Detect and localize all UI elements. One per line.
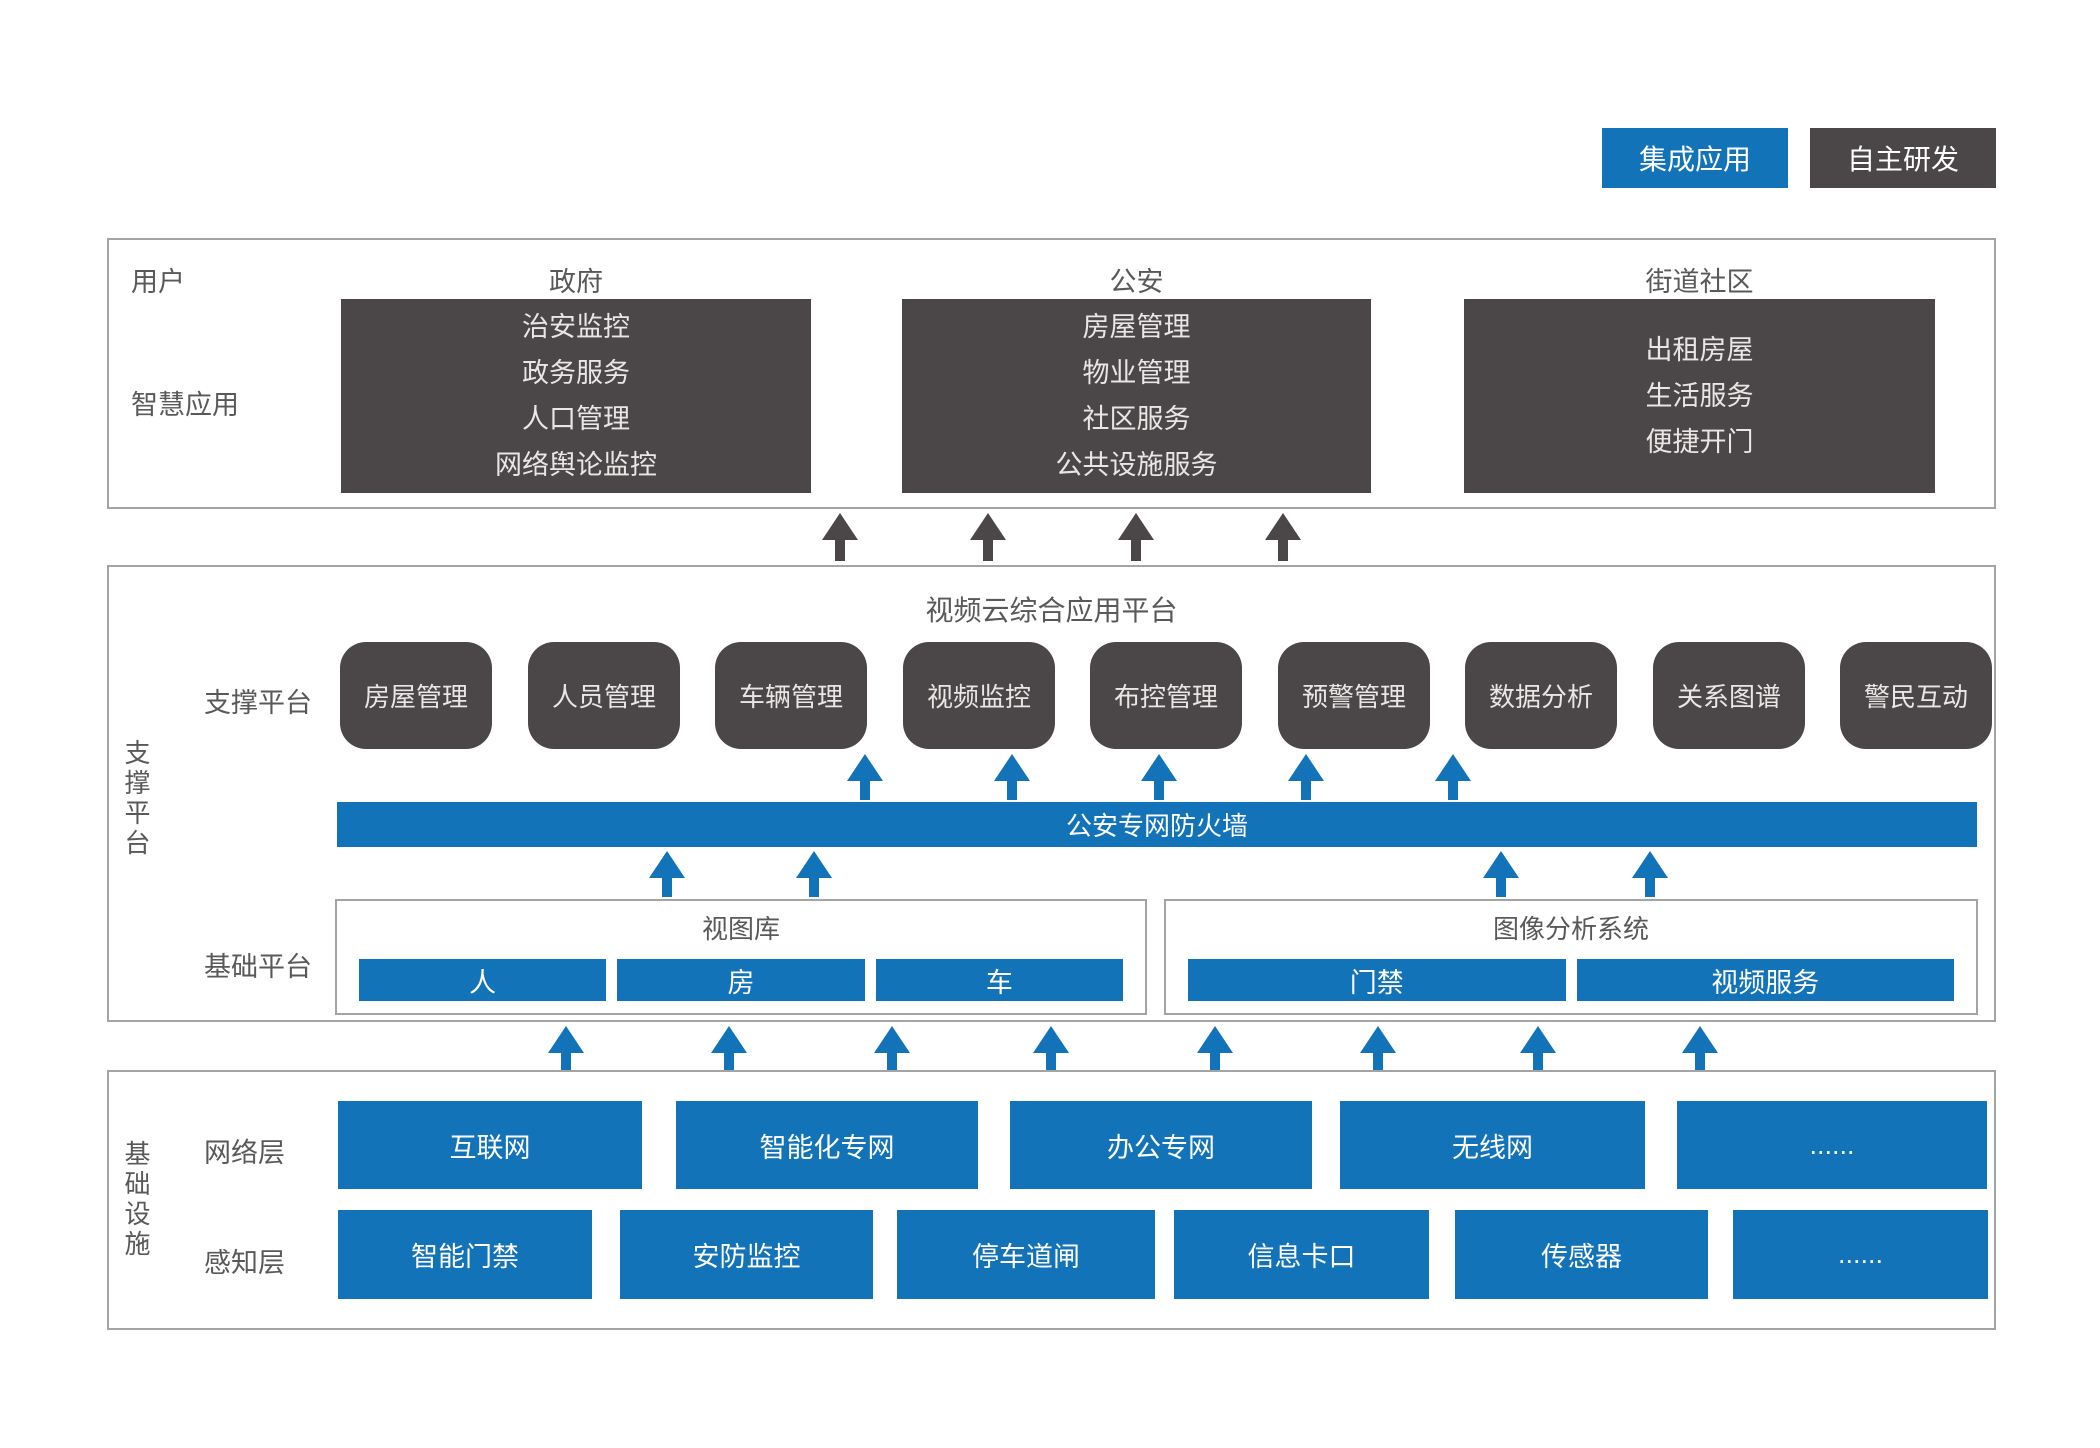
app-item: 政务服务 [522, 358, 630, 388]
government-app-box: 治安监控 政务服务 人口管理 网络舆论监控 [341, 299, 811, 493]
user-application-section: 用户 智慧应用 政府 公安 街道社区 治安监控 政务服务 人口管理 网络舆论监控… [107, 238, 1996, 509]
sense-sensor: 传感器 [1455, 1210, 1708, 1299]
support-platform-side-label: 支撑平台 [121, 739, 151, 859]
module-control-mgmt: 布控管理 [1090, 642, 1242, 749]
view-library-box: 视图库 人 房 车 [335, 899, 1147, 1015]
module-data-analysis: 数据分析 [1465, 642, 1617, 749]
module-warning-mgmt: 预警管理 [1278, 642, 1430, 749]
sense-parking-gate: 停车道闸 [897, 1210, 1155, 1299]
arrow-up-icon [1632, 851, 1668, 897]
arrow-up-icon [1360, 1026, 1396, 1072]
app-item: 生活服务 [1645, 381, 1754, 411]
arrow-up-icon [1141, 754, 1177, 800]
sense-layer-label: 感知层 [204, 1248, 285, 1278]
legend-integrated-label: 集成应用 [1638, 144, 1751, 175]
app-item: 房屋管理 [1082, 312, 1191, 342]
sense-more: ...... [1733, 1210, 1988, 1299]
arrow-up-icon [1682, 1026, 1718, 1072]
arrow-up-icon [711, 1026, 747, 1072]
app-item: 网络舆论监控 [495, 450, 657, 480]
support-platform-section: 支撑平台 视频云综合应用平台 支撑平台 房屋管理 人员管理 车辆管理 视频监控 … [107, 565, 1996, 1022]
app-item: 治安监控 [522, 312, 630, 342]
module-personnel-mgmt: 人员管理 [528, 642, 680, 749]
arrow-up-icon [1265, 513, 1301, 561]
app-item: 社区服务 [1082, 404, 1191, 434]
column-header-police: 公安 [1109, 267, 1164, 297]
view-library-person: 人 [359, 959, 607, 1001]
module-video-surveillance: 视频监控 [903, 642, 1055, 749]
network-layer-label: 网络层 [204, 1138, 285, 1168]
platform-title: 视频云综合应用平台 [925, 595, 1178, 626]
app-item: 物业管理 [1082, 358, 1191, 388]
arrow-up-icon [1288, 754, 1324, 800]
image-analysis-video: 视频服务 [1576, 959, 1954, 1001]
arrow-up-icon [796, 851, 832, 897]
network-office: 办公专网 [1010, 1101, 1312, 1189]
app-item: 出租房屋 [1645, 335, 1754, 365]
base-row-label: 基础平台 [204, 952, 312, 982]
sense-info-checkpoint: 信息卡口 [1174, 1210, 1429, 1299]
firewall-label: 公安专网防火墙 [1065, 811, 1248, 841]
view-library-house: 房 [617, 959, 865, 1001]
image-analysis-access: 门禁 [1188, 959, 1566, 1001]
app-item: 人口管理 [522, 404, 630, 434]
community-app-box: 出租房屋 生活服务 便捷开门 [1464, 299, 1935, 493]
image-analysis-box: 图像分析系统 门禁 视频服务 [1164, 899, 1978, 1015]
arrow-up-icon [548, 1026, 584, 1072]
sense-security-monitor: 安防监控 [620, 1210, 873, 1299]
app-item: 便捷开门 [1645, 427, 1754, 457]
app-item: 公共设施服务 [1055, 450, 1218, 480]
arrow-up-icon [1483, 851, 1519, 897]
arrow-up-icon [1197, 1026, 1233, 1072]
column-header-government: 政府 [549, 267, 603, 297]
arrow-up-icon [1435, 754, 1471, 800]
firewall-bar: 公安专网防火墙 [337, 802, 1977, 847]
arrow-up-icon [994, 754, 1030, 800]
network-wireless: 无线网 [1340, 1101, 1645, 1189]
smart-app-row-label: 智慧应用 [131, 390, 239, 420]
arrow-up-icon [847, 754, 883, 800]
infrastructure-section: 基础设施 网络层 互联网 智能化专网 办公专网 无线网 ...... 感知层 智… [107, 1070, 1996, 1330]
network-intelligent: 智能化专网 [676, 1101, 978, 1189]
arrow-up-icon [822, 513, 858, 561]
legend-self-developed-label: 自主研发 [1846, 144, 1959, 175]
user-row-label: 用户 [131, 267, 185, 297]
legend-self-developed: 自主研发 [1810, 128, 1996, 188]
image-analysis-title: 图像分析系统 [1492, 914, 1649, 944]
infrastructure-side-label: 基础设施 [121, 1140, 151, 1260]
legend-integrated-app: 集成应用 [1602, 128, 1788, 188]
module-vehicle-mgmt: 车辆管理 [715, 642, 867, 749]
police-app-box: 房屋管理 物业管理 社区服务 公共设施服务 [902, 299, 1371, 493]
column-header-community: 街道社区 [1645, 267, 1754, 297]
network-internet: 互联网 [338, 1101, 642, 1189]
arrow-up-icon [874, 1026, 910, 1072]
module-housing-mgmt: 房屋管理 [340, 642, 492, 749]
sense-smart-access: 智能门禁 [338, 1210, 592, 1299]
support-row-label: 支撑平台 [204, 688, 312, 718]
module-relation-graph: 关系图谱 [1653, 642, 1805, 749]
arrow-up-icon [1118, 513, 1154, 561]
network-more: ...... [1677, 1101, 1987, 1189]
arrow-up-icon [970, 513, 1006, 561]
view-library-vehicle: 车 [875, 959, 1123, 1001]
module-police-citizen: 警民互动 [1840, 642, 1992, 749]
view-library-title: 视图库 [701, 914, 780, 944]
arrow-up-icon [1520, 1026, 1556, 1072]
arrow-up-icon [649, 851, 685, 897]
arrow-up-icon [1033, 1026, 1069, 1072]
